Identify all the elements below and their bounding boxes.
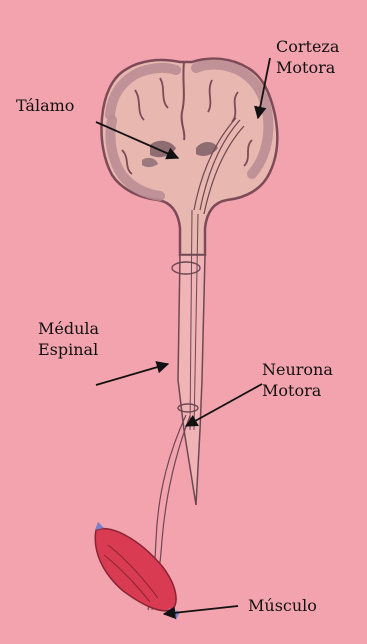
label-corteza-motora: Corteza Motora [276,36,339,78]
label-neurona-line1: Neurona [262,359,333,380]
label-corteza-line2: Motora [276,57,339,78]
label-corteza-line1: Corteza [276,36,339,57]
label-medula-line2: Espinal [38,339,99,360]
label-medula-line1: Médula [38,318,99,339]
brain-section [101,59,277,255]
label-talamo: Tálamo [16,95,74,116]
label-neurona-line2: Motora [262,380,333,401]
muscle [95,522,180,620]
label-musculo: Músculo [248,595,317,616]
label-neurona-motora: Neurona Motora [262,359,333,401]
label-medula-espinal: Médula Espinal [38,318,99,360]
